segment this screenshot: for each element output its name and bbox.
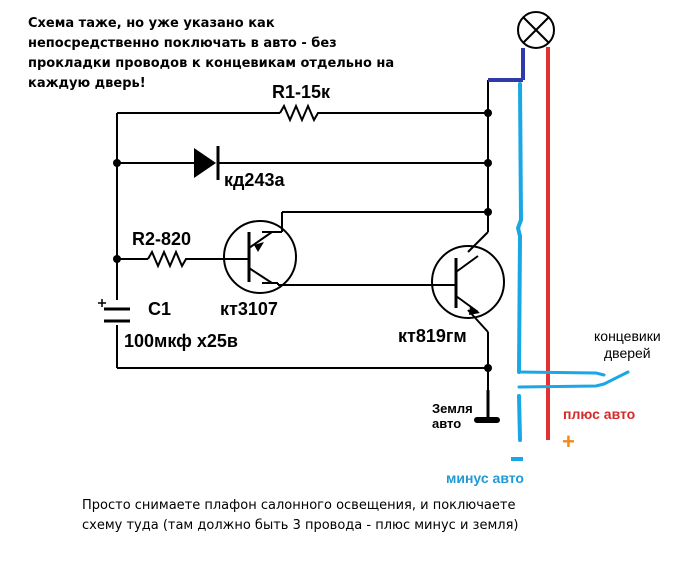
resistor-r2	[147, 249, 188, 269]
circuit-wires	[116, 80, 489, 418]
plus-label: плюс авто	[563, 406, 635, 422]
c1-name-label: C1	[148, 299, 171, 319]
diode-label: кд243а	[224, 170, 285, 190]
ground-terminal	[474, 390, 500, 423]
t2-label: кт819гм	[398, 326, 467, 346]
ground-label: Земля авто	[432, 401, 476, 431]
transistor-kt819gm	[431, 245, 505, 319]
transistor-kt3107	[223, 220, 297, 294]
junction-dots	[113, 109, 492, 372]
minus-wire	[515, 82, 524, 442]
resistor-r1	[279, 103, 322, 123]
c1-value-label: 100мкф х25в	[124, 331, 238, 351]
capacitor-plus-mark	[98, 299, 106, 307]
lamp-symbol	[517, 11, 555, 49]
door-switch	[517, 370, 630, 389]
top-note: Схема таже, но уже указано как непосредс…	[28, 16, 395, 91]
door-switch-label: концевики дверей	[594, 328, 665, 361]
r1-label: R1-15к	[272, 82, 331, 102]
t1-label: кт3107	[220, 299, 278, 319]
capacitor-c1	[104, 307, 130, 323]
plus-sign: +	[562, 429, 575, 454]
diode-symbol	[194, 146, 220, 180]
minus-label: минус авто	[446, 470, 524, 486]
r2-label: R2-820	[132, 229, 191, 249]
bottom-note: Просто снимаете плафон салонного освещен…	[82, 498, 519, 533]
